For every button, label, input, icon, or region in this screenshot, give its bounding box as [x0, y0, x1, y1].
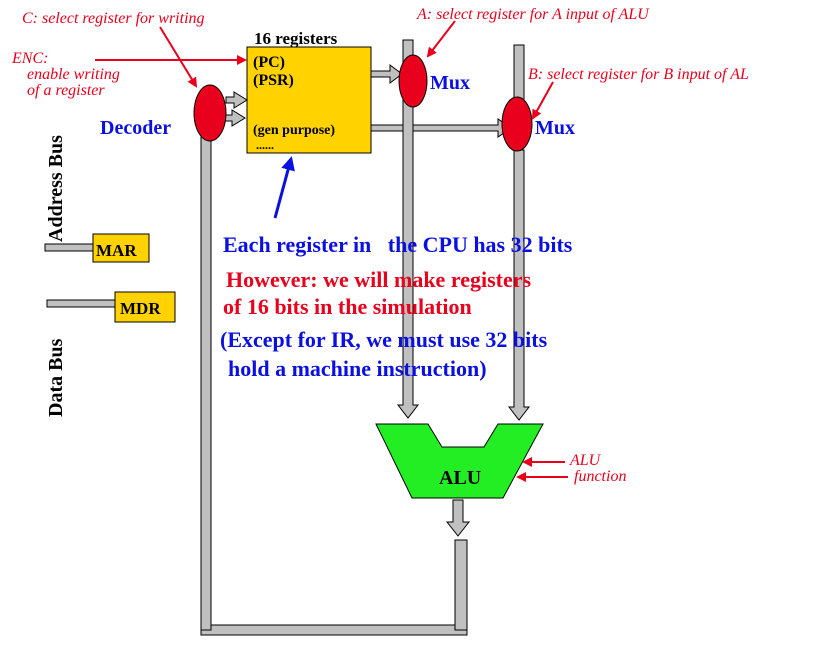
mdr-bus-stub: [46, 299, 116, 308]
alu-shape: [375, 423, 544, 499]
mux-a-label: Mux: [430, 72, 470, 94]
regfile-to-mux-a-arrow: [370, 64, 403, 84]
alu-output-arrow: [445, 499, 471, 537]
note-line-3: of 16 bits in the simulation: [223, 294, 472, 319]
enc-annotation-line3: of a register: [27, 82, 105, 99]
alu-function-label-line2: function: [574, 468, 626, 485]
register-pc: (PC): [253, 54, 285, 71]
mar-label: MAR: [96, 241, 137, 260]
c-select-annotation: C: select register for writing: [22, 10, 205, 27]
mux-a-ellipse: [398, 54, 428, 108]
note-line-2: However: we will make registers: [226, 267, 531, 292]
register-gen-purpose: (gen purpose): [253, 123, 335, 138]
mar-box: [92, 233, 150, 263]
alu-function-label-line1: ALU: [569, 452, 602, 469]
c-select-arrow: [159, 26, 198, 88]
register-dots: ......: [256, 138, 274, 152]
mdr-label: MDR: [120, 299, 161, 318]
note-line-5: hold a machine instruction): [228, 356, 487, 381]
a-select-annotation: A: select register for A input of ALU: [416, 6, 650, 23]
regfile-to-mux-b-arrow: [370, 118, 512, 138]
b-select-arrow: [532, 81, 554, 120]
alu-output-pipe: [454, 539, 468, 631]
alu-label: ALU: [439, 467, 481, 489]
register-psr: (PSR): [253, 72, 294, 89]
decoder-arrow: [225, 91, 248, 109]
bottom-loop-pipe: [200, 624, 468, 636]
data-bus-label: Data Bus: [45, 338, 67, 417]
enc-annotation-line1: ENC:: [11, 50, 48, 67]
b-select-annotation: B: select register for B input of AL: [528, 66, 749, 83]
enc-annotation-line2: enable writing: [27, 66, 120, 83]
mdr-box: [114, 291, 176, 323]
address-bus-label: Address Bus: [45, 135, 67, 242]
mux-b-to-alu-pipe: [507, 149, 531, 421]
note-line-1: Each register in the CPU has 32 bits: [223, 232, 573, 257]
mux-b-ellipse: [501, 96, 533, 152]
note-line-4: (Except for IR, we must use 32 bits: [220, 327, 548, 352]
register-file-title: 16 registers: [254, 29, 338, 48]
note-to-regfile-arrow: [273, 156, 295, 219]
mar-bus-stub: [44, 243, 94, 252]
register-file-box: [246, 46, 372, 154]
decoder-label: Decoder: [100, 117, 171, 139]
mux-b-top-pipe: [513, 44, 525, 101]
a-select-arrow: [426, 20, 456, 58]
left-return-pipe: [200, 114, 212, 631]
mux-a-to-alu-pipe: [396, 99, 420, 419]
mux-b-label: Mux: [535, 117, 575, 139]
decoder-ellipse: [193, 84, 227, 142]
